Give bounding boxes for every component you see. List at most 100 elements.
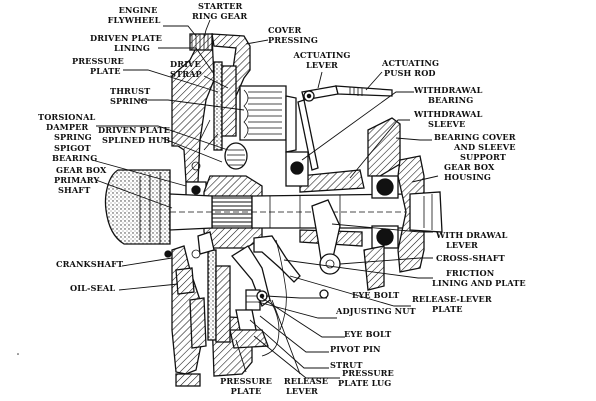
- label-oil-seal: OIL-SEAL: [70, 283, 115, 293]
- torsional-damper-spring-part: [224, 142, 248, 170]
- label-drive-strap: DRIVE STRAP: [170, 59, 202, 79]
- pressure-plate-lug-part: [229, 329, 269, 349]
- svg-text:LEVER: LEVER: [286, 386, 318, 396]
- push-rod-part: [335, 85, 393, 97]
- svg-text:BEARING: BEARING: [52, 153, 97, 163]
- svg-text:HOUSING: HOUSING: [444, 172, 491, 182]
- label-cover-pressing: COVER PRESSING: [268, 25, 318, 45]
- label-withdrawal-sleeve: WITHDRAWAL SLEEVE: [413, 109, 483, 129]
- label-pressure-plate-lug: PRESSURE PLATE LUG: [338, 368, 394, 388]
- svg-text:SHAFT: SHAFT: [58, 185, 91, 195]
- label-torsional-damper-spring: TORSIONAL DAMPER SPRING: [38, 112, 96, 142]
- svg-text:ADJUSTING NUT: ADJUSTING NUT: [335, 306, 416, 316]
- starter-ring-gear-part: [189, 33, 213, 51]
- svg-text:EYE BOLT: EYE BOLT: [344, 329, 392, 339]
- svg-text:WITHDRAWAL: WITHDRAWAL: [413, 85, 483, 95]
- label-starter-ring-gear: STARTER RING GEAR: [192, 1, 247, 21]
- svg-text:ACTUATING: ACTUATING: [292, 50, 350, 60]
- svg-text:PLATE LUG: PLATE LUG: [338, 378, 391, 388]
- svg-text:OIL-SEAL: OIL-SEAL: [70, 283, 115, 293]
- svg-text:CROSS-SHAFT: CROSS-SHAFT: [436, 253, 506, 263]
- label-thrust-spring: THRUST SPRING: [110, 86, 151, 106]
- label-gear-box-housing: GEAR BOX HOUSING: [444, 162, 495, 182]
- svg-text:STRUT: STRUT: [330, 360, 363, 370]
- withdrawal-sleeve-part: [299, 169, 365, 193]
- label-with-drawal-lever: WITH DRAWAL LEVER: [435, 230, 508, 250]
- label-eye-bolt: EYE BOLT: [344, 329, 392, 339]
- label-pressure-plate-bottom: PRESSURE PLATE: [220, 376, 272, 396]
- label-eye-bolt-adjusting-nut: EYE BOLT ADJUSTING NUT: [335, 290, 416, 316]
- label-engine-flywheel: ENGINE FLYWHEEL: [108, 5, 161, 25]
- gearbox-bearing-part: [371, 175, 399, 249]
- svg-text:GEAR BOX: GEAR BOX: [56, 165, 107, 175]
- withdrawal-bearing-part: [285, 151, 309, 187]
- eye-bolt-part: [245, 289, 268, 311]
- label-driven-plate-lining: DRIVEN PLATE LINING: [90, 33, 162, 53]
- svg-text:DRIVE: DRIVE: [170, 59, 201, 69]
- svg-text:PRESSURE: PRESSURE: [342, 368, 394, 378]
- svg-text:TORSIONAL: TORSIONAL: [38, 112, 96, 122]
- svg-text:LINING: LINING: [114, 43, 150, 53]
- svg-text:EYE BOLT: EYE BOLT: [352, 290, 400, 300]
- label-gear-box-primary-shaft: GEAR BOX PRIMARY SHAFT: [54, 165, 107, 195]
- svg-text:STRAP: STRAP: [170, 69, 202, 79]
- label-actuating-push-rod: ACTUATING PUSH ROD: [381, 58, 439, 78]
- svg-text:BEARING: BEARING: [428, 95, 473, 105]
- label-actuating-lever: ACTUATING LEVER: [292, 50, 350, 70]
- thrust-spring-part: [239, 85, 287, 141]
- svg-text:THRUST: THRUST: [110, 86, 151, 96]
- svg-text:PLATE: PLATE: [231, 386, 262, 396]
- label-strut: STRUT: [330, 360, 363, 370]
- svg-text:SUPPORT: SUPPORT: [460, 152, 507, 162]
- svg-text:SPRING: SPRING: [110, 96, 148, 106]
- svg-text:DRIVEN PLATE: DRIVEN PLATE: [90, 33, 162, 43]
- svg-text:PRIMARY: PRIMARY: [54, 175, 99, 185]
- pressure-plate-bottom-part: [215, 265, 231, 343]
- label-release-lever: RELEASE LEVER: [284, 376, 328, 396]
- svg-text:SPLINED HUB: SPLINED HUB: [102, 135, 170, 145]
- pressure-plate-top-part: [221, 65, 237, 137]
- svg-text:LINING AND PLATE: LINING AND PLATE: [432, 278, 526, 288]
- label-bearing-cover-and-sleeve-support: BEARING COVER AND SLEEVE SUPPORT: [434, 132, 516, 162]
- label-release-lever-plate: RELEASE-LEVER PLATE: [412, 294, 492, 314]
- svg-text:PLATE: PLATE: [432, 304, 463, 314]
- label-withdrawal-bearing: WITHDRAWAL BEARING: [413, 85, 483, 105]
- label-pivot-pin: PIVOT PIN: [330, 344, 381, 354]
- svg-text:WITH DRAWAL: WITH DRAWAL: [435, 230, 508, 240]
- svg-text:GEAR BOX: GEAR BOX: [444, 162, 495, 172]
- bearing-cover-part: [367, 117, 401, 177]
- cross-shaft-part: [319, 253, 341, 275]
- svg-text:PLATE: PLATE: [90, 66, 121, 76]
- svg-text:LEVER: LEVER: [446, 240, 478, 250]
- svg-text:RELEASE-LEVER: RELEASE-LEVER: [412, 294, 492, 304]
- svg-text:RELEASE: RELEASE: [284, 376, 328, 386]
- svg-text:PIVOT PIN: PIVOT PIN: [330, 344, 381, 354]
- label-spigot-bearing: SPIGOT BEARING: [52, 143, 97, 163]
- leader-lines: [17, 19, 439, 379]
- label-cross-shaft: CROSS-SHAFT: [436, 253, 506, 263]
- svg-text:SLEEVE: SLEEVE: [428, 119, 465, 129]
- oil-seal-part: [175, 267, 195, 295]
- svg-text:LEVER: LEVER: [306, 60, 338, 70]
- label-crankshaft: CRANKSHAFT: [56, 259, 124, 269]
- svg-text:STARTER: STARTER: [198, 1, 243, 11]
- svg-text:BEARING COVER: BEARING COVER: [434, 132, 516, 142]
- svg-text:CRANKSHAFT: CRANKSHAFT: [56, 259, 124, 269]
- svg-text:WITHDRAWAL: WITHDRAWAL: [413, 109, 483, 119]
- svg-text:PRESSURE: PRESSURE: [72, 56, 124, 66]
- svg-text:ACTUATING: ACTUATING: [381, 58, 439, 68]
- svg-text:PUSH ROD: PUSH ROD: [384, 68, 436, 78]
- svg-text:RING GEAR: RING GEAR: [192, 11, 247, 21]
- svg-text:PRESSING: PRESSING: [268, 35, 318, 45]
- svg-text:FRICTION: FRICTION: [446, 268, 495, 278]
- label-pressure-plate-top: PRESSURE PLATE: [72, 56, 124, 76]
- clutch-assembly: [104, 32, 443, 387]
- label-driven-plate-splined-hub: DRIVEN PLATE SPLINED HUB: [98, 125, 170, 145]
- svg-text:DAMPER: DAMPER: [46, 122, 88, 132]
- svg-text:DRIVEN PLATE: DRIVEN PLATE: [98, 125, 170, 135]
- svg-text:SPRING: SPRING: [54, 132, 92, 142]
- flywheel-part: [171, 32, 215, 183]
- svg-text:ENGINE: ENGINE: [119, 5, 158, 15]
- svg-text:SPIGOT: SPIGOT: [54, 143, 92, 153]
